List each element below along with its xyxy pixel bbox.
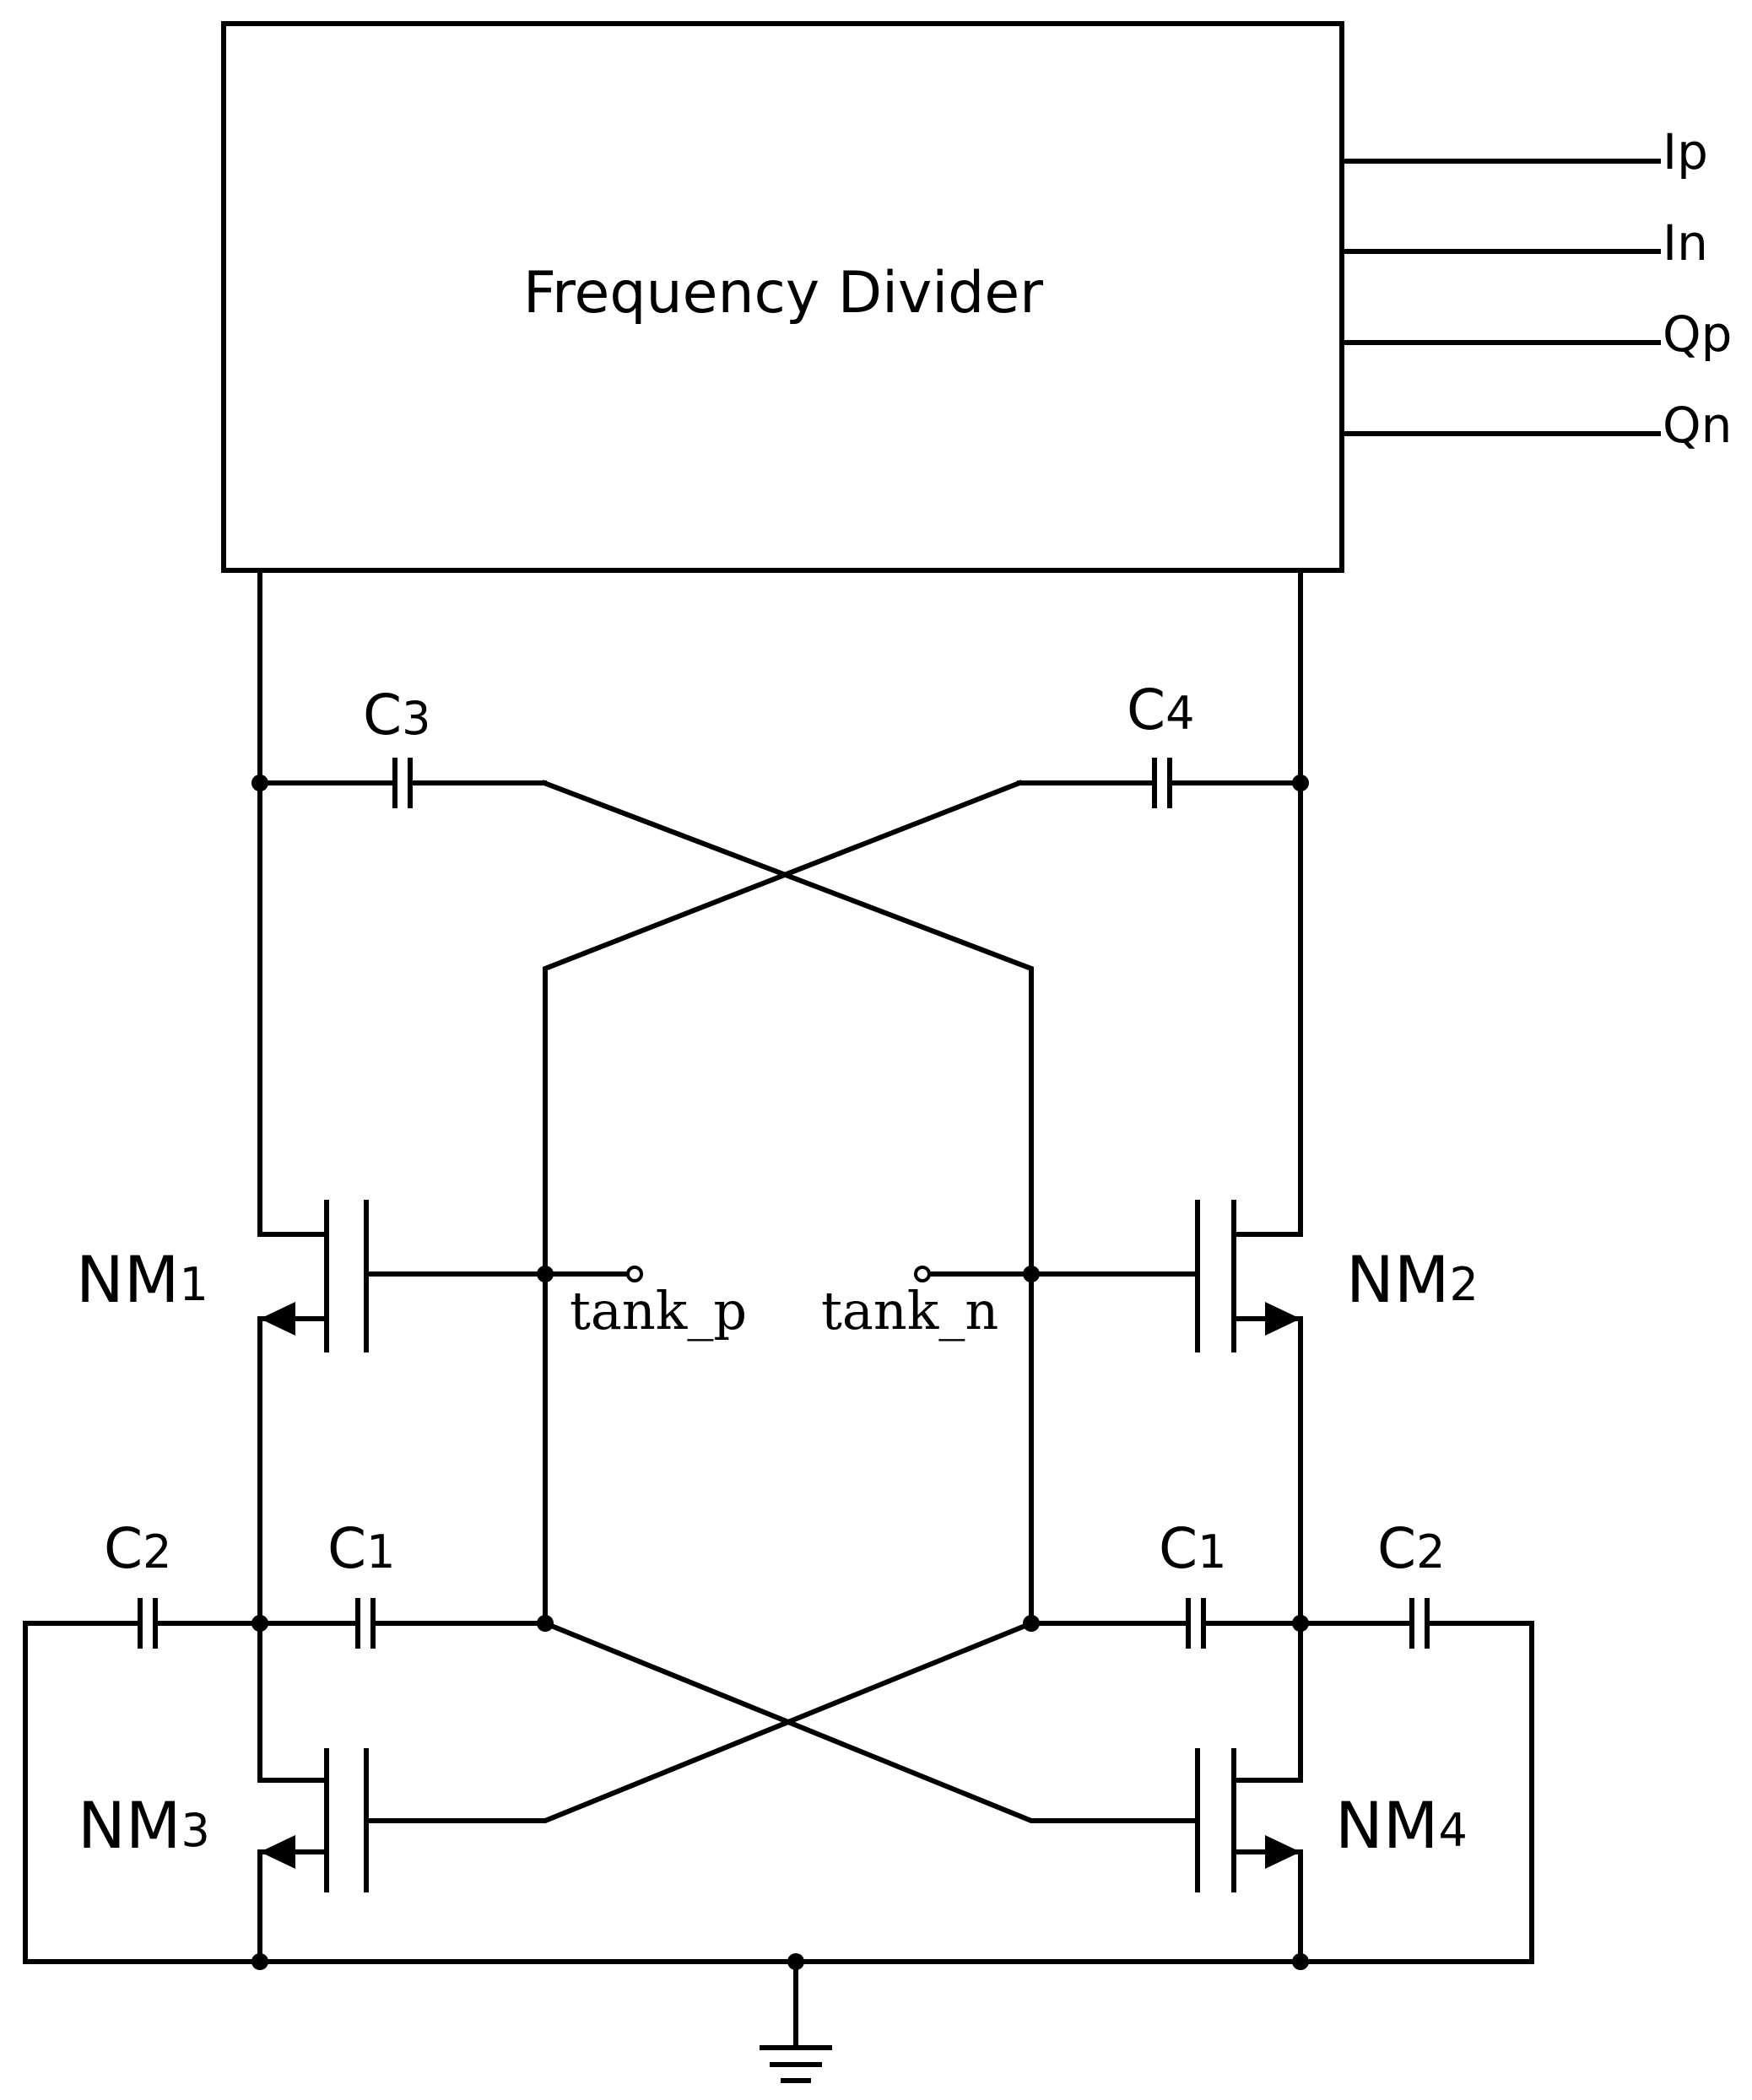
output-label-in: In [1663, 214, 1708, 272]
c2-right-label: C2 [1377, 1516, 1445, 1581]
tank-p-terminal[interactable] [626, 1266, 643, 1282]
c2-left-label: C2 [104, 1516, 171, 1581]
nm4-label: NM4 [1335, 1788, 1468, 1863]
upper-cross-wiring [541, 780, 1034, 1626]
c2-left-capacitor [23, 1598, 262, 1964]
tank-n-label: tank_n [821, 1280, 998, 1342]
rails [257, 570, 1303, 1964]
c4-capacitor [1017, 758, 1303, 808]
component-labels: NM1 NM2 NM3 NM4 C3 C4 C1 C1 C2 C2 tank_p… [76, 678, 1479, 1863]
c1-right-capacitor [1029, 1598, 1303, 1649]
c3-capacitor [257, 758, 547, 808]
c2-right-capacitor [1298, 1598, 1534, 1964]
junction-dots [251, 775, 1309, 1970]
nm1-transistor[interactable] [257, 1200, 548, 1352]
divider-box [221, 21, 1344, 573]
ground-symbol [257, 1959, 1303, 2083]
c1-right-label: C1 [1159, 1516, 1226, 1581]
output-label-qp: Qp [1663, 305, 1732, 363]
c1-left-capacitor [257, 1598, 548, 1649]
nm1-label: NM1 [76, 1242, 208, 1317]
divider-label: Frequency Divider [523, 260, 1043, 327]
output-label-qn: Qn [1663, 397, 1732, 454]
output-label-ip: Ip [1663, 123, 1708, 181]
tank-p-label: tank_p [570, 1280, 747, 1342]
divider-outputs: Ip In Qp Qn [1342, 123, 1732, 454]
nm3-transistor[interactable] [257, 1748, 369, 1892]
tank-n-terminal[interactable] [914, 1266, 931, 1282]
c3-label: C3 [363, 683, 430, 748]
nm2-transistor[interactable] [1029, 1200, 1303, 1352]
tank-ports [543, 1266, 1034, 1282]
nm2-label: NM2 [1346, 1242, 1479, 1317]
lower-cross-wiring [364, 1620, 1200, 1823]
nm4-transistor[interactable] [1195, 1748, 1303, 1892]
frequency-divider-block: Frequency Divider [221, 21, 1344, 573]
nm3-label: NM3 [78, 1788, 210, 1863]
c4-label: C4 [1127, 678, 1194, 742]
c1-left-label: C1 [327, 1516, 395, 1581]
